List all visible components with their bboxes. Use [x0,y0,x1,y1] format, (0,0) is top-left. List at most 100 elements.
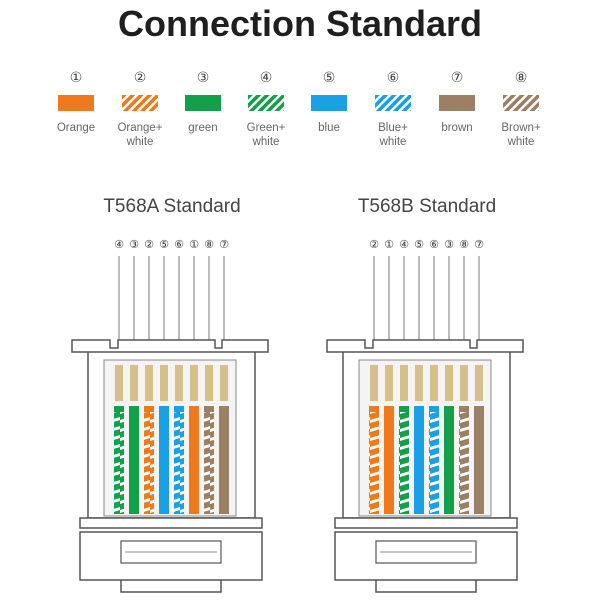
standard-title: T568A Standard [103,196,241,217]
pin-contact [400,365,408,401]
pin-contact [445,365,453,401]
pin-contact [430,365,438,401]
legend-label: green [188,122,218,134]
plug-boot-band [334,517,518,529]
plug-bottom-lip [120,580,222,593]
wire-4 [414,410,424,514]
plug-top-shoulder [71,339,269,353]
wire-2 [129,410,139,514]
wire-8 [219,410,229,514]
legend-number: ⑧ [514,70,528,86]
wire-cap [444,406,454,412]
pin-contact [370,365,378,401]
pin-contact [145,365,153,401]
wire-8 [474,410,484,514]
wire-cap [399,406,409,412]
pin-number: ④ [399,238,409,251]
wire-5 [429,410,439,514]
pin-number: ① [189,238,199,251]
wire-3 [144,410,154,514]
wire-cap [144,406,154,412]
legend-label: Orange+ white [117,122,163,148]
wire-cap [159,406,169,412]
wire-4 [159,410,169,514]
pin-number: ③ [444,238,454,251]
pin-number: ① [384,238,394,251]
wire-5 [174,410,184,514]
legend-label: blue [318,122,340,134]
legend-number: ⑥ [386,70,400,86]
legend-label: brown [441,122,473,134]
legend-swatch-5 [311,95,347,111]
wire-cap [369,406,379,412]
wire-6 [189,410,199,514]
wire-6 [444,410,454,514]
wire-cap [219,406,229,412]
pin-contact [175,365,183,401]
pin-number: ② [144,238,154,251]
pin-contact [220,365,228,401]
pin-number: ⑥ [174,238,184,251]
pin-contact [190,365,198,401]
legend-number: ⑤ [322,70,336,86]
pin-contact [130,365,138,401]
wire-cap [129,406,139,412]
legend-label: Green+ white [246,122,286,148]
legend-label: Brown+ white [501,122,541,148]
wire-cap [204,406,214,412]
pin-number: ⑤ [414,238,424,251]
legend-label: Orange [56,122,96,134]
legend-number: ⑦ [450,70,464,86]
pin-number: ⑥ [429,238,439,251]
wire-cap [429,406,439,412]
pin-contact [160,365,168,401]
wire-cap [114,406,124,412]
wire-cap [384,406,394,412]
pin-number: ⑧ [459,238,469,251]
legend-number: ② [133,70,147,86]
legend-swatch-1 [58,95,94,111]
pin-number: ⑦ [219,238,229,251]
wire-cap [189,406,199,412]
legend-swatch-8 [503,95,539,111]
wire-7 [459,410,469,514]
legend-swatch-4 [248,95,284,111]
legend-label: Blue+ white [378,122,408,148]
wire-1 [114,410,124,514]
legend-swatch-6 [375,95,411,111]
pin-contact [415,365,423,401]
pin-contact [205,365,213,401]
wire-2 [384,410,394,514]
pin-number: ② [369,238,379,251]
legend-swatch-7 [439,95,475,111]
standard-title: T568B Standard [357,196,497,217]
pin-number: ⑦ [474,238,484,251]
pin-number: ⑤ [159,238,169,251]
plug-boot-band [79,517,263,529]
wire-cap [459,406,469,412]
wire-3 [399,410,409,514]
plug-top-shoulder [326,339,524,353]
pin-contact [460,365,468,401]
legend-number: ③ [196,70,210,86]
wire-1 [369,410,379,514]
plug-bottom-lip [375,580,477,593]
legend-swatch-2 [122,95,158,111]
pin-number: ③ [129,238,139,251]
legend-number: ① [69,70,83,86]
legend-swatch-3 [185,95,221,111]
wire-cap [414,406,424,412]
pin-number: ④ [114,238,124,251]
wire-7 [204,410,214,514]
wire-cap [174,406,184,412]
page-title: Connection Standard [117,3,482,44]
pin-contact [475,365,483,401]
pin-contact [115,365,123,401]
wire-cap [474,406,484,412]
pin-number: ⑧ [204,238,214,251]
pin-contact [385,365,393,401]
legend-number: ④ [259,70,273,86]
